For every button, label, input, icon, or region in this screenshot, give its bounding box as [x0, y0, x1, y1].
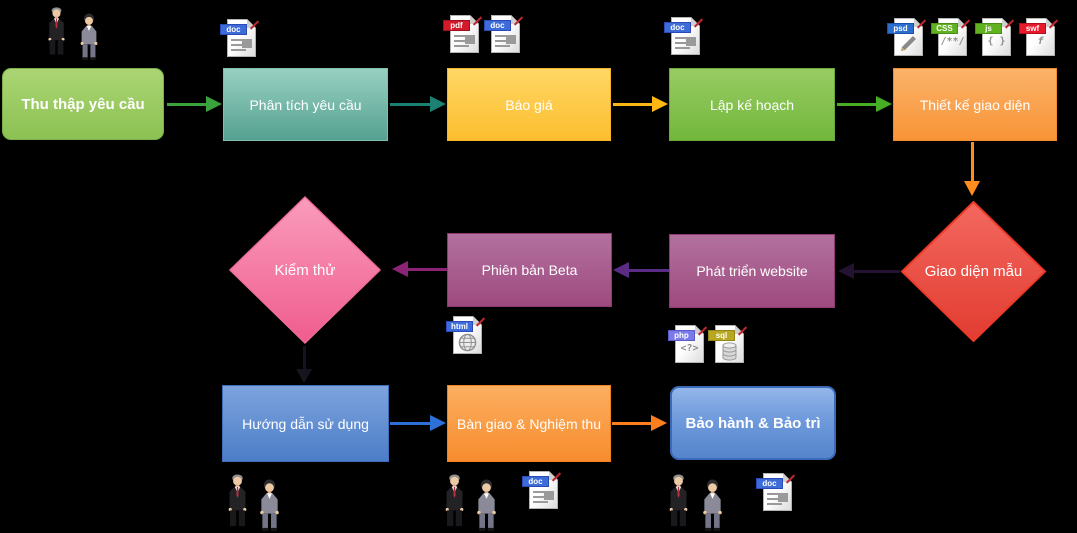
doc-file-icon: doc	[522, 471, 562, 513]
woman-icon	[260, 479, 279, 531]
node-thu-thap-yeu-cau[interactable]: Thu thập yêu cầu	[2, 68, 164, 140]
css-label: CSS	[931, 23, 958, 34]
node-label: Thu thập yêu cầu	[21, 95, 145, 113]
node-huong-dan-su-dung[interactable]: Hướng dẫn sử dụng	[222, 385, 389, 462]
doc-label: doc	[220, 24, 247, 35]
man-icon	[228, 474, 247, 530]
php-glyph: <?>	[680, 343, 699, 354]
node-label: Phát triển website	[696, 263, 808, 279]
node-label: Phiên bản Beta	[481, 262, 578, 278]
js-file-icon: { } js	[975, 18, 1015, 60]
node-label: Kiểm thử	[274, 261, 336, 279]
node-label: Phân tích yêu cầu	[249, 96, 362, 113]
node-label: Hướng dẫn sử dụng	[242, 415, 369, 432]
node-phan-tich-yeu-cau[interactable]: Phân tích yêu cầu	[223, 68, 388, 141]
diamond-shape	[228, 195, 382, 345]
node-bao-gia[interactable]: Báo giá	[447, 68, 611, 141]
doc-label: doc	[664, 22, 691, 33]
html-file-icon: html	[446, 316, 486, 358]
woman-icon	[703, 479, 722, 531]
js-glyph: { }	[987, 36, 1006, 47]
css-file-icon: /**/ CSS	[931, 18, 971, 60]
node-label: Giao diện mẫu	[924, 263, 1023, 280]
man-icon	[48, 7, 65, 58]
globe-glyph	[458, 333, 477, 352]
pdf-label: pdf	[443, 20, 470, 31]
swf-file-icon: f swf	[1019, 18, 1059, 60]
node-bao-hanh-bao-tri[interactable]: Bảo hành & Bảo trì	[670, 386, 836, 460]
psd-label: psd	[887, 23, 914, 34]
node-lap-ke-hoach[interactable]: Lập kế hoạch	[669, 68, 835, 141]
doc-file-icon: doc	[220, 19, 260, 61]
psd-file-icon: psd	[887, 18, 927, 60]
node-thiet-ke-giao-dien[interactable]: Thiết kế giao diện	[893, 68, 1057, 141]
doc-file-icon: doc	[484, 15, 524, 57]
node-label: Lập kế hoạch	[709, 96, 795, 113]
doc-label: doc	[484, 20, 511, 31]
man-icon	[669, 474, 688, 530]
node-label: Bàn giao & Nghiệm thu	[457, 415, 601, 432]
database-glyph	[722, 342, 737, 361]
node-giao-dien-mau[interactable]: Giao diện mẫu	[900, 200, 1047, 343]
woman-icon	[80, 13, 98, 61]
doc-label: doc	[522, 476, 549, 487]
doc-file-icon: doc	[756, 473, 796, 515]
node-ban-giao-nghiem-thu[interactable]: Bàn giao & Nghiệm thu	[447, 385, 611, 462]
node-phien-ban-beta[interactable]: Phiên bản Beta	[447, 233, 612, 307]
pdf-file-icon: pdf	[443, 15, 483, 57]
css-glyph: /**/	[940, 36, 965, 47]
node-label: Bảo hành & Bảo trì	[685, 414, 821, 432]
doc-label: doc	[756, 478, 783, 489]
sql-label: sql	[708, 330, 735, 341]
woman-icon	[477, 479, 496, 531]
man-icon	[445, 474, 464, 530]
diamond-shape	[900, 200, 1047, 343]
php-file-icon: <?> php	[668, 325, 708, 367]
php-label: php	[668, 330, 695, 341]
swf-label: swf	[1019, 23, 1046, 34]
js-label: js	[975, 23, 1002, 34]
flash-f-glyph: f	[1037, 36, 1044, 47]
node-phat-trien-website[interactable]: Phát triển website	[669, 234, 835, 308]
html-label: html	[446, 321, 473, 332]
node-label: Thiết kế giao diện	[919, 96, 1031, 113]
pencil-glyph	[901, 36, 916, 51]
sql-file-icon: sql	[708, 325, 748, 367]
node-kiem-thu[interactable]: Kiểm thử	[228, 195, 382, 345]
doc-file-icon: doc	[664, 17, 704, 59]
node-label: Báo giá	[505, 96, 553, 113]
